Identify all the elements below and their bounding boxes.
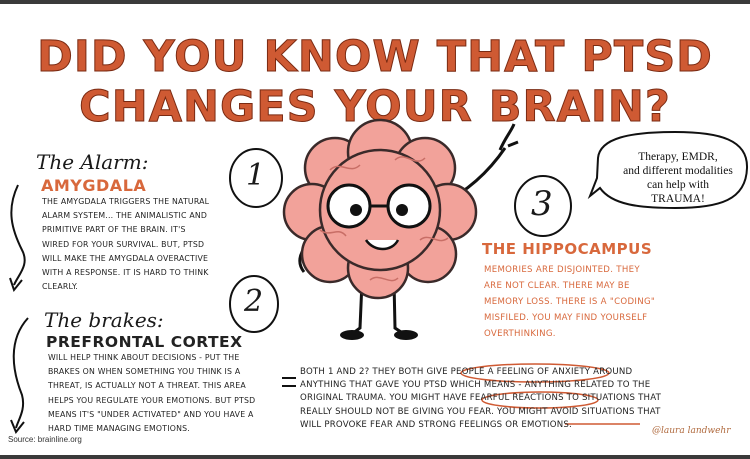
title-line-1: DID YOU KNOW THAT PTSD [37,32,713,83]
number-circle-2 [229,275,279,333]
top-border [0,0,750,4]
prefrontal-heading: PREFRONTAL CORTEX [46,333,243,351]
summary-text: Both 1 and 2? They both give people a fe… [300,367,662,430]
prefrontal-description: Will help think about decisions - put th… [48,353,256,434]
number-circle-3 [514,175,572,237]
brain-character-icon [282,118,519,340]
amygdala-arrow-icon [10,184,26,286]
brakes-label: The brakes: [44,308,164,332]
source-credit: Source: brainline.org [8,435,82,444]
number-circle-1 [229,148,283,208]
amygdala-heading: AMYGDALA [41,176,147,195]
number-2: 2 [244,284,264,319]
number-1: 1 [246,158,266,193]
speech-bubble-icon [587,130,749,210]
hippocampus-heading: THE HIPPOCAMPUS [482,240,653,258]
artist-signature: @laura landwehr [652,426,731,436]
highlight-oval-anxiety [460,363,610,383]
speech-bubble-text: Therapy, EMDR, and different modalities … [623,151,733,205]
highlight-oval-fearful [481,391,599,409]
amygdala-description: The amygdala triggers the natural alarm … [42,197,210,292]
prefrontal-arrow-icon [12,317,29,429]
hippocampus-description: Memories are disjointed. They are not cl… [484,265,656,339]
bottom-border [0,455,750,459]
number-3: 3 [531,184,553,224]
alarm-label: The Alarm: [36,150,149,174]
